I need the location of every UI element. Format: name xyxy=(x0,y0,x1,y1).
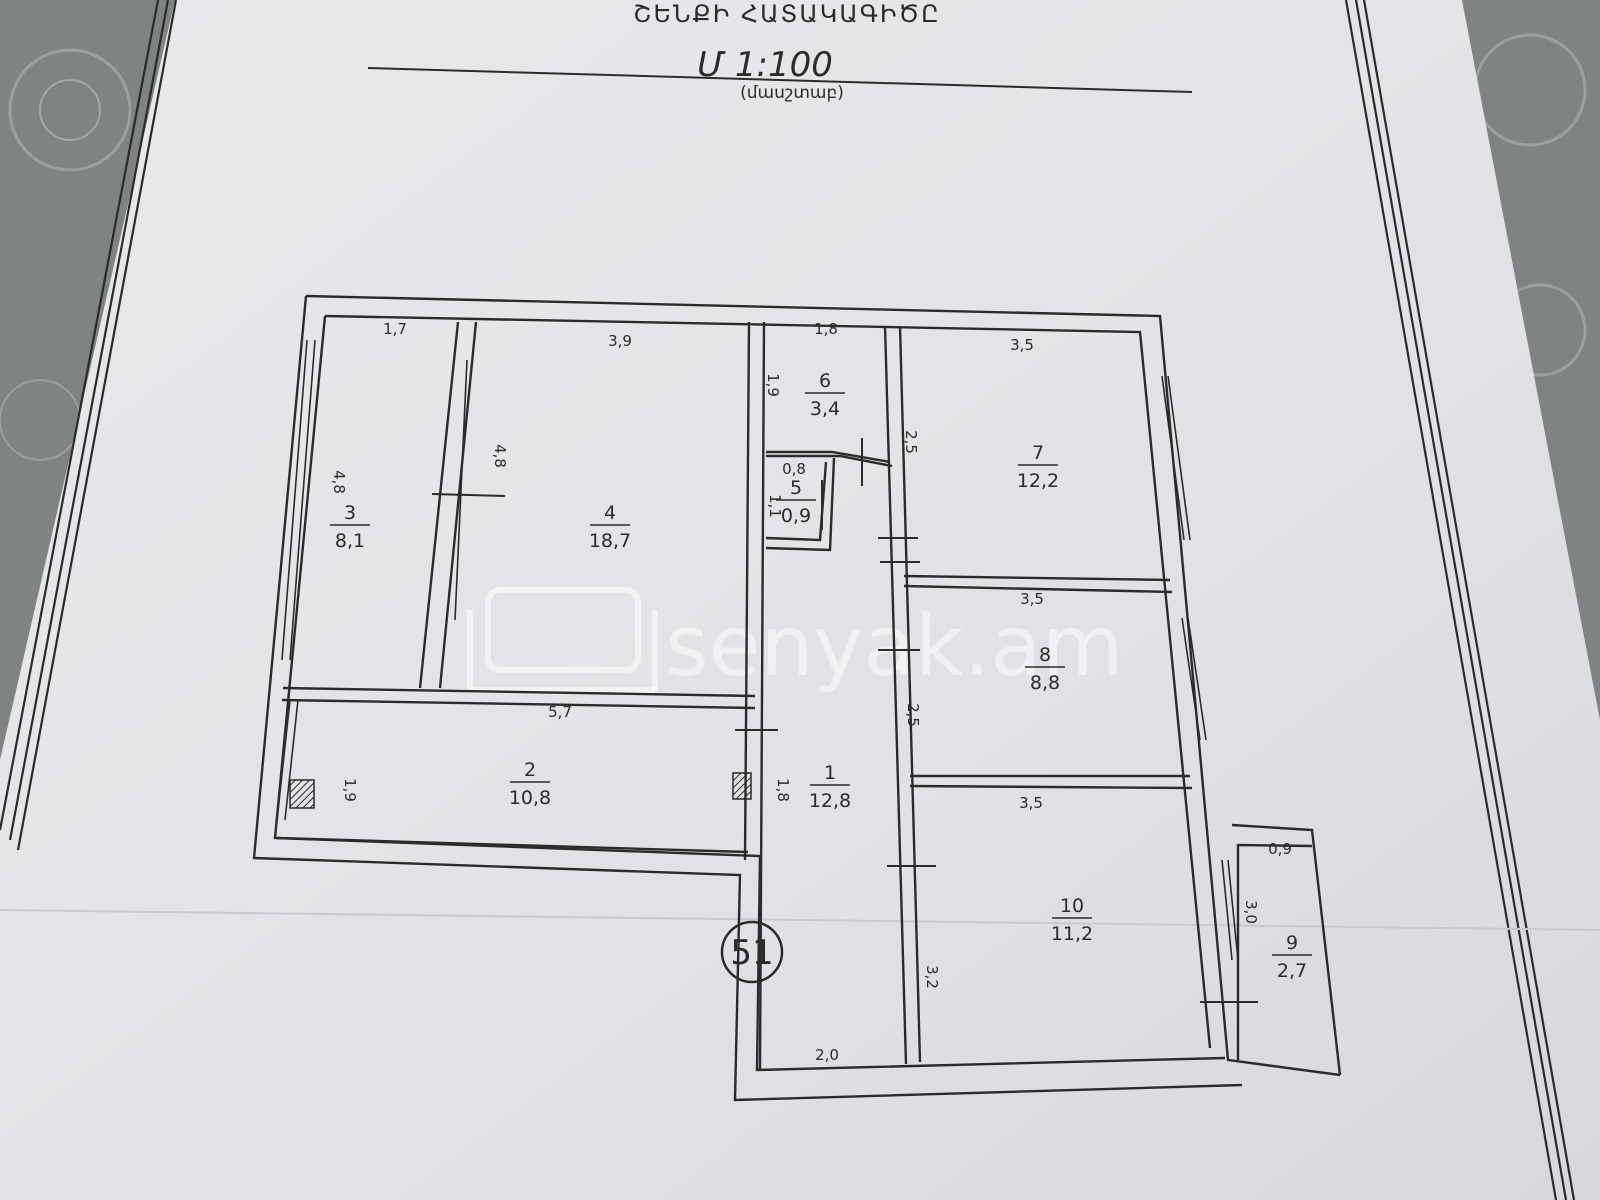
room-area: 8,1 xyxy=(335,530,365,552)
walls xyxy=(252,294,1342,1102)
scale-underline xyxy=(367,67,1193,93)
chimney-right xyxy=(732,772,752,800)
scale-label: Մ 1:100 xyxy=(697,45,833,85)
room-area: 8,8 xyxy=(1030,672,1060,694)
dimension-label: 2,0 xyxy=(815,1046,839,1064)
dimension-label: 1,9 xyxy=(341,778,359,802)
room-number: 1 xyxy=(824,762,836,784)
dimension-label: 3,9 xyxy=(608,332,632,350)
dimension-label: 1,1 xyxy=(766,494,784,518)
windows xyxy=(276,339,1239,961)
room-number: 6 xyxy=(819,370,831,392)
room-label-10: 10 11,2 xyxy=(1051,895,1093,945)
room-label-1: 112,8 xyxy=(809,762,851,812)
room-label-8: 88,8 xyxy=(1025,644,1065,694)
room-area: 2,7 xyxy=(1277,960,1307,982)
room-area: 0,9 xyxy=(781,505,811,527)
room-number: 4 xyxy=(604,502,616,524)
dimension-label: 3,5 xyxy=(1020,590,1044,608)
dimension-label: 2,5 xyxy=(904,703,922,727)
plan-title: ՇԵՆՔԻ ՀԱՏԱԿԱԳԻԾԸ xyxy=(633,0,940,28)
dimension-label: 0,8 xyxy=(782,460,806,478)
room-label-2: 210,8 xyxy=(509,759,551,809)
door-marks xyxy=(431,438,1258,1003)
room-number: 3 xyxy=(344,502,356,524)
chimney-left xyxy=(289,779,315,809)
room-area: 12,2 xyxy=(1017,470,1059,492)
dimension-label: 0,9 xyxy=(1268,840,1292,858)
room-area: 18,7 xyxy=(589,530,631,552)
dimension-label: 3,2 xyxy=(923,965,941,989)
room-number: 10 xyxy=(1060,895,1084,917)
dimension-labels: 1,7 3,9 1,8 3,5 4,8 4,8 1,9 2,5 0,8 1,1 3,5 5,7 2,5 1… xyxy=(330,320,1292,1064)
dimension-label: 3,0 xyxy=(1242,900,1260,924)
stamp: 51 xyxy=(720,920,784,984)
paper-fold xyxy=(0,909,1600,931)
room-number: 9 xyxy=(1286,932,1298,954)
room-labels: 112,8210,838,1418,750,963,4712,288,892,7… xyxy=(330,370,1312,982)
dimension-label: 3,5 xyxy=(1010,336,1034,354)
dimension-label: 1,8 xyxy=(774,778,792,802)
dimension-label: 4,8 xyxy=(330,470,348,494)
paper-border-right xyxy=(1344,0,1576,1200)
room-area: 10,8 xyxy=(509,787,551,809)
room-area: 11,2 xyxy=(1051,923,1093,945)
room-label-6: 63,4 xyxy=(805,370,845,420)
room-label-9: 92,7 xyxy=(1272,932,1312,982)
paper-border-left xyxy=(0,0,178,851)
room-area: 3,4 xyxy=(810,398,840,420)
stamp-number: 51 xyxy=(730,933,773,973)
room-label-3: 38,1 xyxy=(330,502,370,552)
room-area: 12,8 xyxy=(809,790,851,812)
room-label-4: 418,7 xyxy=(589,502,631,552)
scale-unit-label: (մասշտաբ) xyxy=(740,83,844,103)
room-label-5: 50,9 xyxy=(776,477,816,527)
sofa-icon xyxy=(467,587,658,693)
dimension-label: 4,8 xyxy=(491,444,509,468)
dimension-label: 1,9 xyxy=(764,373,782,397)
room-label-7: 712,2 xyxy=(1017,442,1059,492)
room-number: 8 xyxy=(1039,644,1051,666)
room-number: 2 xyxy=(524,759,536,781)
dimension-label: 1,7 xyxy=(383,320,407,338)
dimension-label: 3,5 xyxy=(1019,794,1043,812)
dimension-label: 1,8 xyxy=(814,320,838,338)
room-number: 5 xyxy=(790,477,802,499)
room-number: 7 xyxy=(1032,442,1044,464)
dimension-label: 2,5 xyxy=(902,430,920,454)
dimension-label: 5,7 xyxy=(548,703,572,721)
